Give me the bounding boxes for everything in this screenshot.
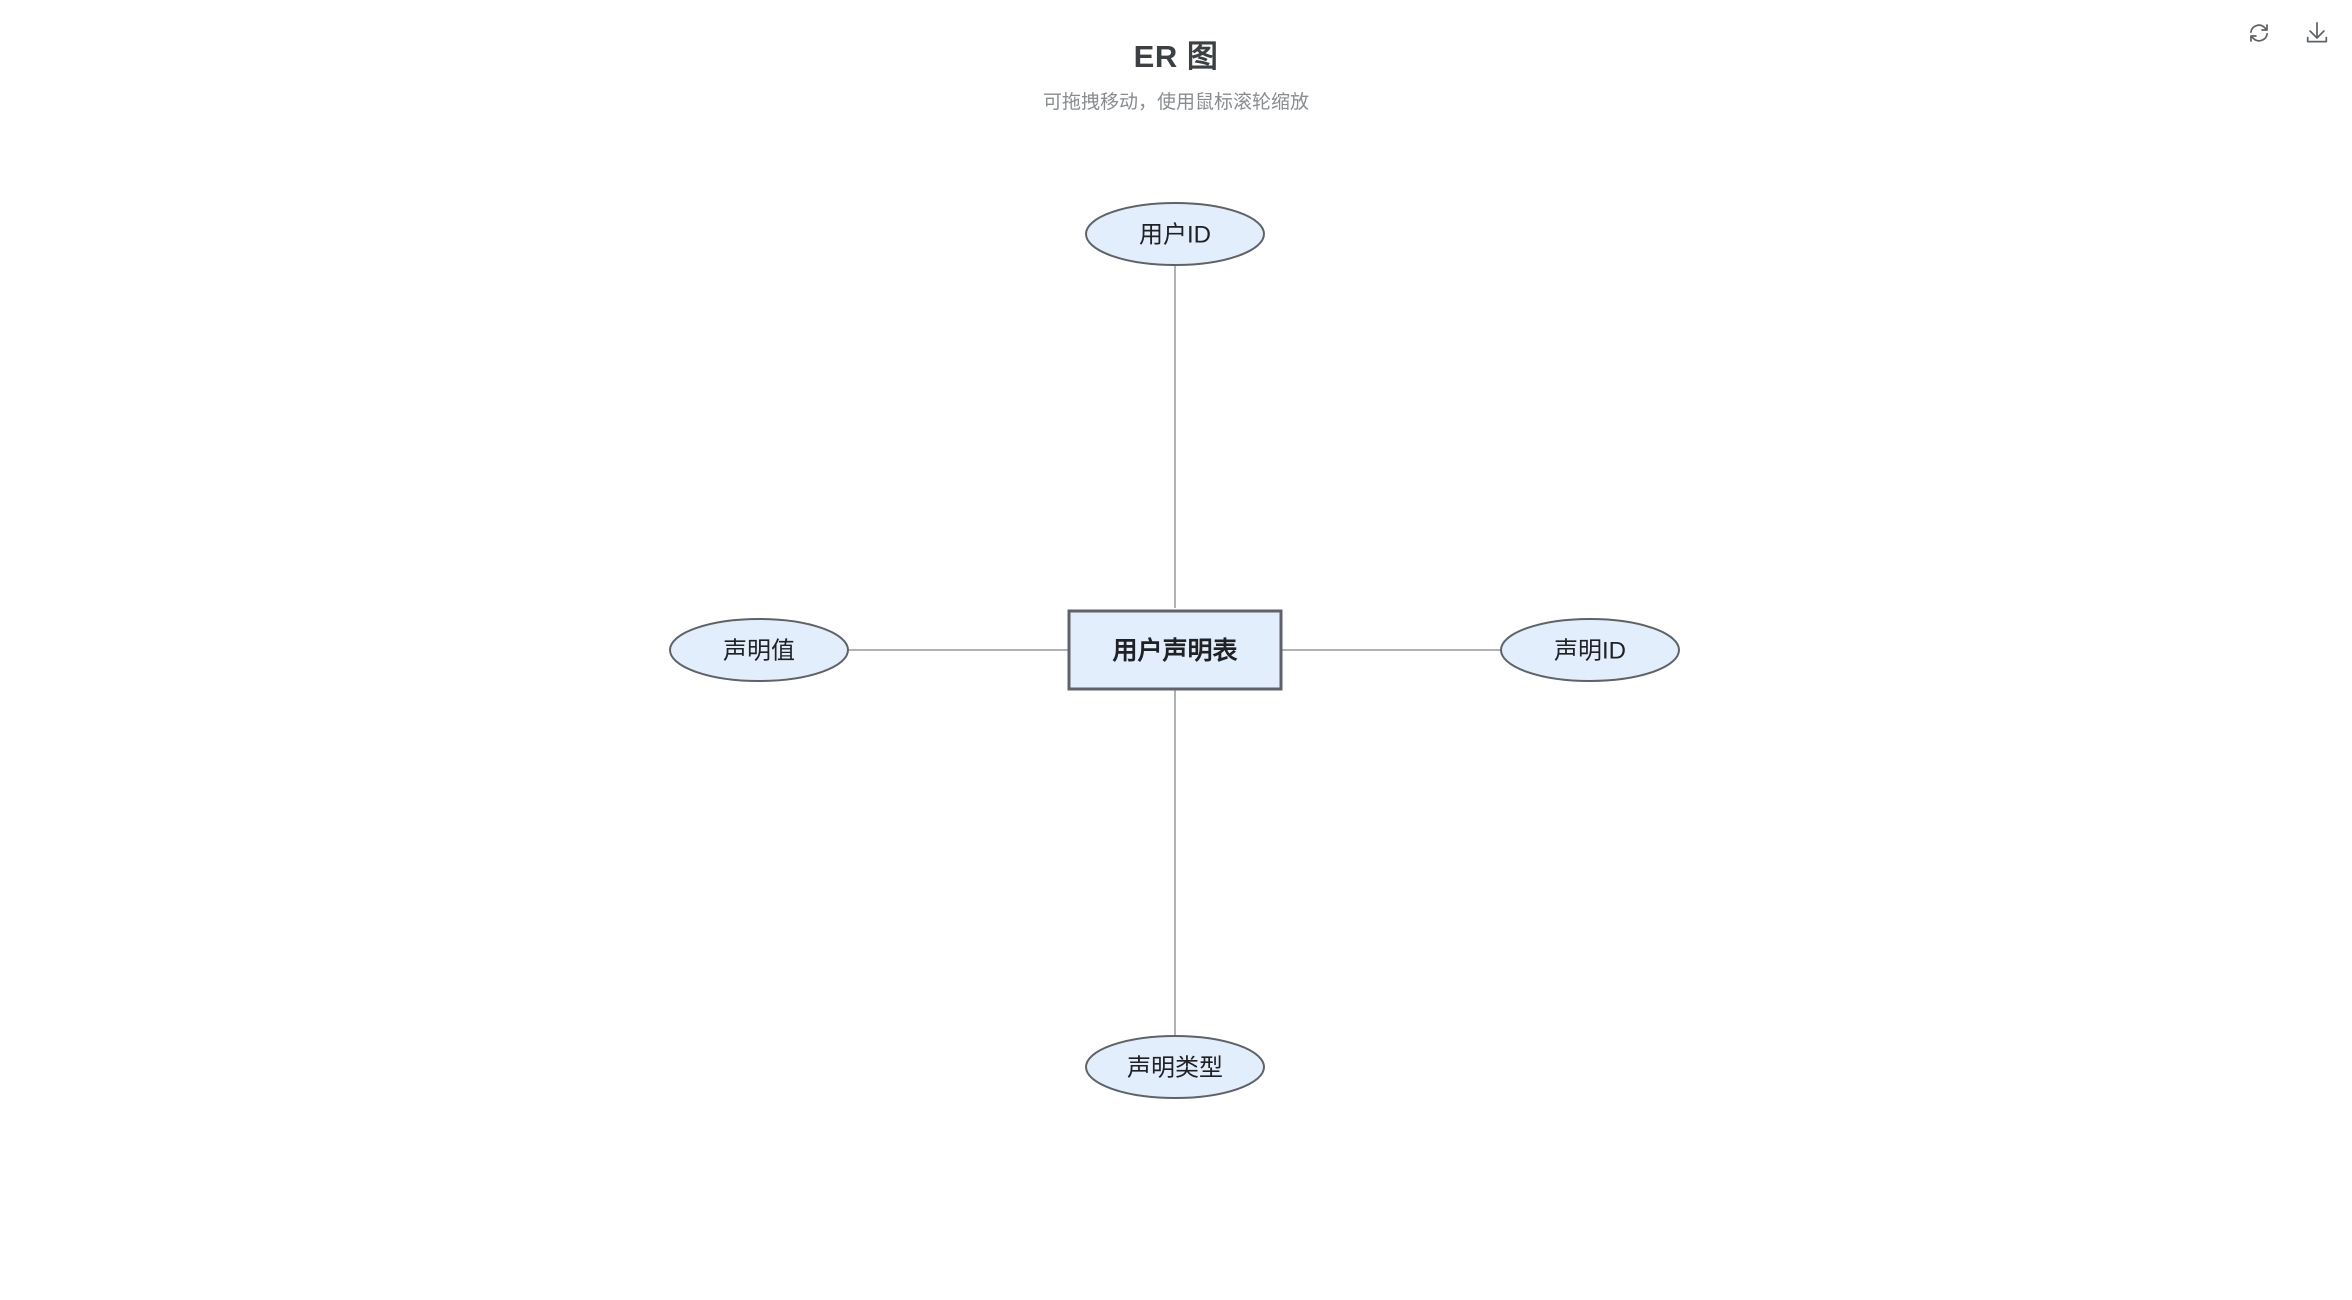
diagram-toolbar — [2238, 12, 2338, 54]
reset-view-button[interactable] — [2238, 12, 2280, 54]
page-subtitle: 可拖拽移动，使用鼠标滚轮缩放 — [1042, 92, 1309, 114]
page-title: ER 图 — [1133, 39, 1219, 74]
download-button[interactable] — [2296, 12, 2338, 54]
page-header: ER 图 可拖拽移动，使用鼠标滚轮缩放 — [0, 0, 2352, 116]
attribute-ellipse[interactable] — [1085, 202, 1265, 266]
attribute-ellipse[interactable] — [669, 618, 849, 682]
download-icon — [2304, 20, 2330, 46]
attribute-node[interactable]: 声明类型 — [1085, 1035, 1265, 1099]
attribute-ellipse[interactable] — [1500, 618, 1680, 682]
refresh-icon — [2246, 20, 2272, 46]
entity-node[interactable]: 用户声明表 — [1067, 609, 1283, 691]
attribute-node[interactable]: 声明值 — [669, 618, 849, 682]
entity-rect[interactable] — [1067, 609, 1283, 691]
attribute-node[interactable]: 用户ID — [1085, 202, 1265, 266]
edge-layer — [848, 265, 1501, 1036]
attribute-ellipse[interactable] — [1085, 1035, 1265, 1099]
attribute-node[interactable]: 声明ID — [1500, 618, 1680, 682]
